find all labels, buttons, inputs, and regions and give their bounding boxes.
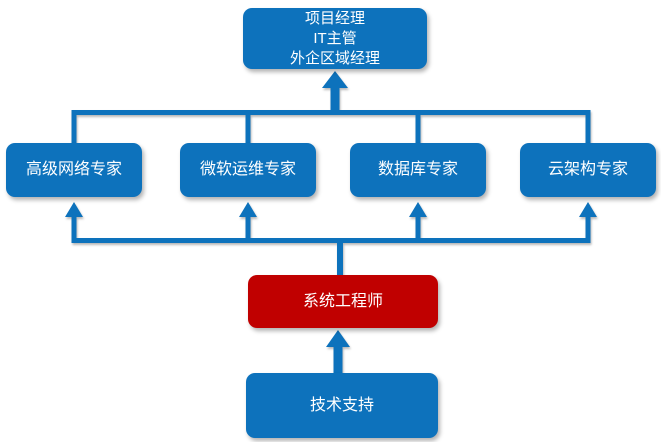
node-tech-support: 技术支持 bbox=[246, 373, 438, 438]
arrowhead-up-icon bbox=[326, 330, 350, 347]
node-database-expert: 数据库专家 bbox=[350, 143, 486, 197]
connector-engineer-to-experts bbox=[65, 202, 597, 276]
node-microsoft-ops-expert: 微软运维专家 bbox=[180, 143, 316, 197]
arrowhead-up-icon bbox=[65, 202, 83, 217]
connector-experts-to-top bbox=[71, 71, 591, 145]
arrowhead-up-icon bbox=[409, 202, 427, 217]
arrowhead-up-icon bbox=[579, 202, 597, 217]
node-management: 项目经理 IT主管 外企区域经理 bbox=[243, 8, 427, 69]
node-senior-network-expert: 高级网络专家 bbox=[6, 143, 142, 197]
arrowhead-up-icon bbox=[239, 202, 257, 217]
connector-support-to-engineer bbox=[326, 330, 350, 374]
node-cloud-architecture-expert: 云架构专家 bbox=[520, 143, 656, 197]
node-system-engineer: 系统工程师 bbox=[248, 275, 438, 328]
arrowhead-up-icon bbox=[322, 71, 348, 88]
